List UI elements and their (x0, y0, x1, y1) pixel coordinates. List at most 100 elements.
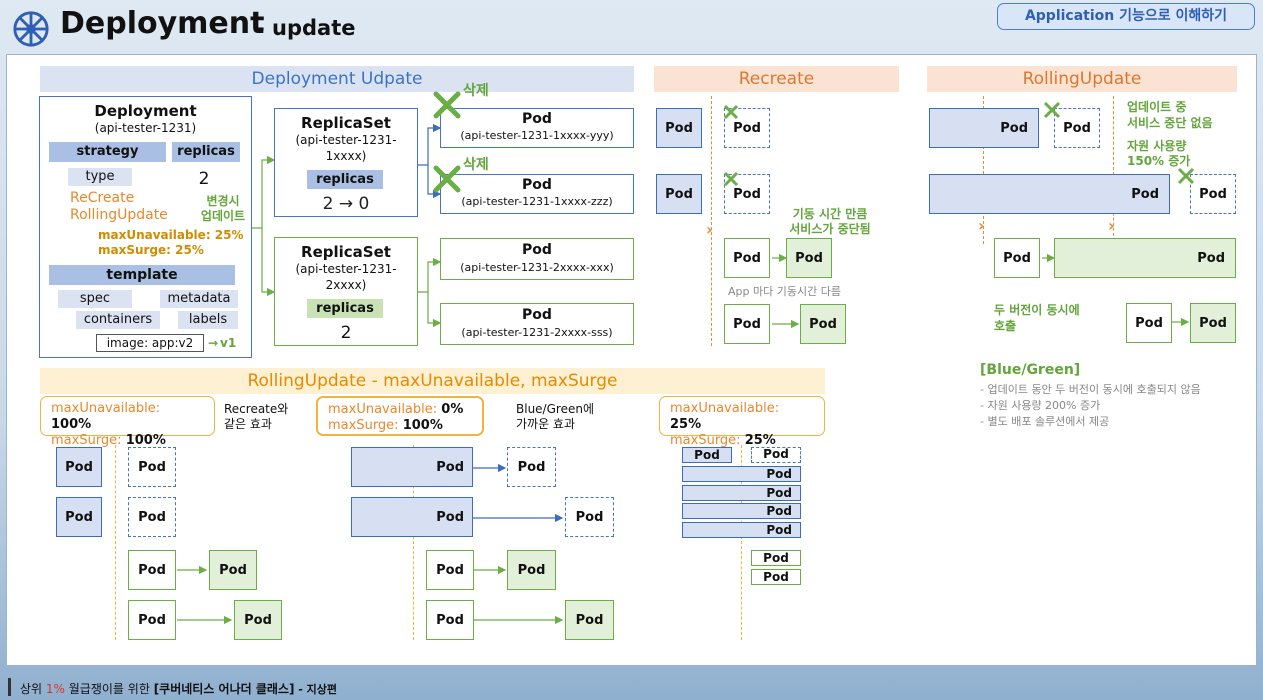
setting-3-old-pod-5: Pod (682, 522, 801, 538)
setting-2-ready-pod-1: Pod (507, 550, 556, 590)
topic-button[interactable]: Application 기능으로 이해하기 (997, 3, 1255, 30)
footer-divider (8, 678, 11, 696)
pod-1xxxx-yyy (440, 108, 634, 148)
rolling-title: RollingUpdate (927, 66, 1237, 92)
setting-2-mu-label: maxUnavailable: (328, 402, 442, 417)
setting-1-new-pod-2: Pod (128, 600, 176, 640)
spec-label: spec (58, 290, 132, 308)
rolling-note-2: 서비스 중단 없음 (1127, 116, 1213, 130)
footer-course: [쿠버네티스 어나더 클래스] (153, 682, 295, 696)
kubernetes-helm-icon (13, 11, 49, 47)
setting-2-note-2: 가까운 효과 (516, 417, 576, 431)
recreate-new-pod-2: Pod (724, 304, 770, 344)
delete-label-1: 삭제 (463, 83, 489, 99)
deployment-max-surge: maxSurge: 25% (98, 243, 204, 257)
recreate-old-pod-1: Pod (656, 108, 702, 148)
setting-3-new-pod-2: Pod (751, 569, 801, 585)
replicaset-2-replicas-value: 2 (340, 323, 352, 343)
blue-green-item-2: - 자원 사용량 200% 증가 (980, 399, 1101, 412)
rolling-old-pod-1: Pod (929, 108, 1039, 148)
setting-1-ready-pod-1: Pod (209, 550, 257, 590)
setting-1-ms-value: 100% (125, 433, 166, 448)
page-subtitle: - update (256, 16, 356, 40)
delete-x-icon (723, 171, 739, 187)
rolling-both-2: 호출 (994, 319, 1017, 333)
setting-3-old-pod-1: Pod (682, 447, 732, 463)
setting-3-timeline (741, 445, 742, 640)
pod-2xxxx-sss (440, 303, 634, 345)
delete-x-icon (723, 104, 739, 120)
strategy-label: strategy (49, 142, 166, 162)
recreate-old-pod-2: Pod (656, 174, 702, 214)
setting-2-old-pod-2: Pod (351, 497, 473, 537)
chevron-right-icon: › (1108, 216, 1115, 235)
blue-green-item-1: - 업데이트 동안 두 버전이 동시에 호출되지 않음 (980, 383, 1201, 396)
footer-prefix: 상위 (20, 682, 46, 696)
setting-2-removed-pod-2: Pod (565, 497, 614, 537)
rolling-resource-2: 150% 증가 (1127, 154, 1191, 168)
footer-suffix: - 지상편 (294, 683, 338, 696)
deployment-name: (api-tester-1231) (94, 121, 197, 135)
replicaset-2-name: (api-tester-1231- (295, 262, 397, 276)
delete-x-icon (1177, 167, 1195, 185)
rolling-ready-pod-1: Pod (1054, 238, 1236, 278)
deployment-title: Deployment (94, 102, 197, 120)
setting-3-old-pod-4: Pod (682, 503, 801, 519)
setting-box-2: maxUnavailable: 0% maxSurge: 100% (316, 396, 484, 436)
replicaset-2 (274, 237, 418, 346)
setting-2-ms-value: 100% (402, 418, 443, 433)
setting-3-old-pod-3: Pod (682, 485, 801, 501)
pod-1xxxx-zzz (440, 174, 634, 214)
deployment-max-unavailable: maxUnavailable: 25% (98, 228, 244, 242)
setting-1-note-2: 같은 효과 (224, 417, 272, 431)
setting-1-mu-value: 100% (51, 417, 92, 432)
setting-2-timeline (413, 445, 414, 640)
recreate-new-pod-1: Pod (724, 238, 770, 278)
rolling-timeline-1 (983, 96, 984, 244)
rolling-note-1: 업데이트 중 (1127, 100, 1187, 114)
setting-3-mu-label: maxUnavailable: (670, 401, 780, 416)
replicaset-1-title: ReplicaSet (301, 114, 391, 132)
setting-1-ms-label: maxSurge: (51, 433, 126, 448)
pod-1-title: Pod (522, 111, 552, 127)
setting-1-old-pod-1: Pod (56, 447, 102, 487)
setting-2-note-1: Blue/Green에 (516, 402, 594, 416)
setting-2-removed-pod-1: Pod (507, 447, 556, 487)
setting-2-old-pod-1: Pod (351, 447, 473, 487)
setting-2-ready-pod-2: Pod (565, 600, 614, 640)
containers-label: containers (76, 311, 160, 329)
strategy-rolling: RollingUpdate (70, 207, 168, 223)
rolling-timeline-2 (1113, 96, 1114, 246)
footer: 상위 1% 월급쟁이를 위한 [쿠버네티스 어나더 클래스] - 지상편 (0, 674, 1263, 700)
recreate-timeline (711, 96, 712, 346)
setting-1-ready-pod-2: Pod (234, 600, 282, 640)
metadata-label: metadata (160, 290, 238, 308)
recreate-title: Recreate (654, 66, 899, 92)
recreate-ready-pod-2: Pod (800, 304, 846, 344)
setting-box-1: maxUnavailable: 100% maxSurge: 100% (40, 396, 215, 448)
setting-1-old-pod-2: Pod (56, 497, 102, 537)
replicaset-1-name: (api-tester-1231- (295, 133, 397, 147)
replicas-label: replicas (172, 142, 240, 162)
setting-1-mu-label: maxUnavailable: (51, 401, 161, 416)
chevron-right-icon: › (706, 220, 713, 239)
setting-2-mu-value: 0% (441, 402, 464, 417)
setting-3-mu-value: 25% (670, 417, 702, 432)
replicaset-2-replicas-label: replicas (307, 299, 383, 318)
setting-1-new-pod-1: Pod (128, 550, 176, 590)
pod-4-title: Pod (522, 307, 552, 323)
change-note-2: 업데이트 (200, 209, 246, 223)
pod-2-title: Pod (522, 177, 552, 193)
setting-box-3: maxUnavailable: 25% maxSurge: 25% (659, 396, 825, 448)
setting-3-ms-label: maxSurge: (670, 433, 745, 448)
setting-1-removed-pod-2: Pod (128, 497, 176, 537)
rolling-resource-1: 자원 사용량 (1127, 139, 1187, 153)
setting-1-note-1: Recreate와 (224, 402, 289, 416)
pod-2xxxx-xxx (440, 238, 634, 280)
replicaset-2-name-suffix: 2xxxx) (325, 278, 367, 292)
setting-2-ms-label: maxSurge: (328, 418, 403, 433)
rolling-ready-pod-2: Pod (1190, 303, 1236, 343)
image-new-version: v1 (220, 336, 237, 350)
pod-4-name: (api-tester-1231-2xxxx-sss) (461, 326, 613, 339)
delete-label-2: 삭제 (463, 157, 489, 173)
